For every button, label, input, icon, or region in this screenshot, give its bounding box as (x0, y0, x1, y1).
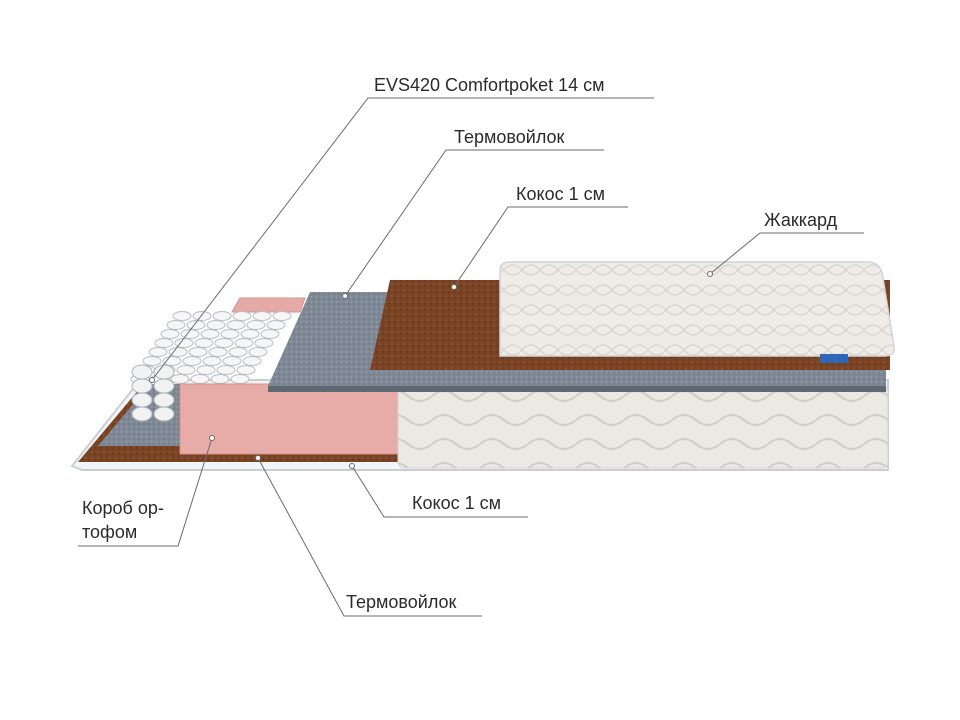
spring-top (230, 374, 250, 384)
spring-top (222, 356, 242, 366)
label-jacquard: Жаккард (764, 210, 838, 230)
spring-top (254, 338, 274, 348)
spring-top (232, 311, 252, 321)
spring-coil (131, 392, 153, 408)
spring-coil (131, 406, 153, 422)
spring-top (154, 338, 174, 348)
spring-top (196, 365, 216, 375)
jacquard-cover (499, 261, 896, 357)
spring-coil (153, 378, 175, 394)
spring-top (216, 365, 236, 375)
spring-coil (153, 392, 175, 408)
label-foam-box: Короб ор- тофом (82, 496, 164, 544)
spring-top (188, 347, 208, 357)
spring-top (168, 347, 188, 357)
leader-felt-bottom (257, 457, 482, 617)
spring-top (272, 311, 292, 321)
spring-top (212, 311, 232, 321)
spring-coil (153, 406, 175, 422)
spring-top (226, 320, 246, 330)
spring-top (200, 329, 220, 339)
spring-top (236, 365, 256, 375)
label-springs: EVS420 Comfortpoket 14 см (374, 75, 605, 95)
leader-coir-top (453, 206, 628, 288)
label-foam-box-line1: Короб ор- (82, 498, 164, 518)
spring-top (242, 356, 262, 366)
spring-top (208, 347, 228, 357)
mattress-side-cover (397, 385, 889, 469)
spring-top (172, 311, 192, 321)
leader-box (78, 437, 213, 547)
spring-top (246, 320, 266, 330)
spring-top (214, 338, 234, 348)
spring-top (240, 329, 260, 339)
spring-top (142, 356, 162, 366)
spring-top (176, 365, 196, 375)
spring-top (266, 320, 286, 330)
spring-coil (131, 364, 153, 380)
spring-top (148, 347, 168, 357)
leader-springs (151, 97, 654, 381)
spring-top (192, 311, 212, 321)
leader-coir-bottom (351, 465, 528, 518)
label-coir-top: Кокос 1 см (516, 184, 605, 204)
spring-top (194, 338, 214, 348)
spring-top (162, 356, 182, 366)
spring-top (166, 320, 186, 330)
spring-top (202, 356, 222, 366)
label-coir-bottom: Кокос 1 см (412, 493, 501, 513)
brand-tag (820, 354, 848, 363)
spring-top (190, 374, 210, 384)
spring-coil (131, 378, 153, 394)
spring-top (252, 311, 272, 321)
spring-top (228, 347, 248, 357)
spring-top (182, 356, 202, 366)
label-felt-top: Термовойлок (454, 127, 565, 147)
foam-box-front (179, 383, 403, 455)
spring-top (220, 329, 240, 339)
spring-top (160, 329, 180, 339)
spring-top (260, 329, 280, 339)
spring-top (248, 347, 268, 357)
spring-top (170, 374, 190, 384)
label-felt-bottom: Термовойлок (346, 592, 457, 612)
leader-felt-top (344, 149, 604, 297)
pocket-springs (130, 311, 292, 422)
spring-top (234, 338, 254, 348)
spring-top (210, 374, 230, 384)
foam-box-back (231, 297, 306, 313)
spring-top (206, 320, 226, 330)
label-foam-box-line2: тофом (82, 522, 138, 542)
spring-top (186, 320, 206, 330)
leader-jacquard (709, 232, 864, 275)
spring-coil (153, 364, 175, 380)
